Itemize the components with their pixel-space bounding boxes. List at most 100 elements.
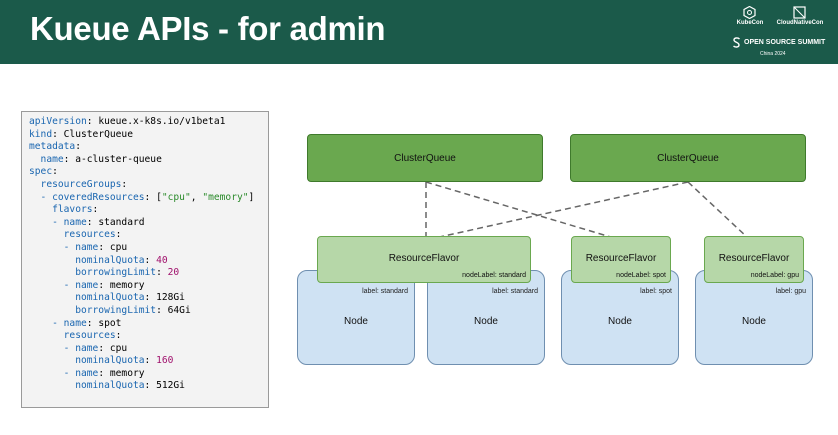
code-token: : cpu: [98, 342, 128, 354]
code-token: 20: [167, 267, 180, 279]
region-text: China 2024: [760, 51, 786, 57]
cluster-queue-label: ClusterQueue: [394, 152, 456, 164]
resource-flavor-title: ResourceFlavor: [388, 253, 460, 264]
connector-line: [434, 181, 689, 239]
resource-flavor-box: ResourceFlavor nodeLabel: standard: [317, 236, 531, 283]
code-token: resourceGroups: [29, 178, 122, 190]
node-box: label: standard Node: [297, 270, 415, 365]
code-token: - name: [29, 216, 87, 228]
cluster-queue-box: ClusterQueue: [307, 134, 543, 182]
code-token: - name: [29, 317, 87, 329]
connector-line: [687, 181, 749, 239]
code-token: :: [52, 166, 58, 178]
code-token: flavors: [29, 204, 93, 216]
kueue-architecture-diagram: ClusterQueue ClusterQueue label: standar…: [290, 128, 838, 378]
code-token: : cpu: [98, 241, 128, 253]
code-line: - name: cpu: [29, 242, 261, 255]
code-line: nominalQuota: 160: [29, 355, 261, 368]
resource-flavor-node-label: nodeLabel: gpu: [750, 272, 799, 279]
code-line: nominalQuota: 512Gi: [29, 380, 261, 393]
code-line: borrowingLimit: 20: [29, 267, 261, 280]
resource-flavor-node-label: nodeLabel: standard: [462, 272, 526, 279]
code-token: : memory: [98, 279, 145, 291]
code-token: : ClusterQueue: [52, 128, 133, 140]
conference-logos: KubeCon CloudNativeCon OPEN SOURCE SUMMI…: [730, 4, 830, 60]
code-token: - name: [29, 241, 99, 253]
kubernetes-wheel-icon: [743, 6, 757, 19]
node-title: Node: [742, 316, 766, 327]
code-token: metadata: [29, 141, 76, 153]
code-token: spec: [29, 166, 53, 178]
node-title: Node: [344, 316, 368, 327]
node-box: label: standard Node: [427, 270, 545, 365]
code-line: - coveredResources: ["cpu", "memory"]: [29, 192, 261, 205]
code-line: metadata:: [29, 141, 261, 154]
code-token: borrowingLimit: [29, 304, 157, 316]
cncf-icon: [793, 6, 807, 19]
code-token: : memory: [98, 367, 145, 379]
code-token: : kueue.x-k8s.io/v1beta1: [86, 116, 226, 127]
code-token: nominalQuota: [29, 292, 145, 304]
code-token: name: [29, 153, 64, 165]
cluster-queue-box: ClusterQueue: [570, 134, 806, 182]
code-token: - name: [29, 342, 99, 354]
code-token: :: [156, 267, 168, 279]
kubecon-text: KubeCon: [736, 20, 764, 26]
code-token: : a-cluster-queue: [63, 153, 162, 165]
node-label: label: standard: [492, 288, 538, 295]
code-line: flavors:: [29, 204, 261, 217]
code-token: :: [115, 330, 122, 342]
node-box: label: gpu Node: [695, 270, 813, 365]
code-line: name: a-cluster-queue: [29, 154, 261, 167]
code-token: - name: [29, 367, 99, 379]
code-line: resources:: [29, 229, 261, 242]
code-token: :: [144, 355, 157, 367]
code-token: ,: [190, 191, 203, 203]
resource-flavor-title: ResourceFlavor: [585, 253, 657, 264]
code-line: nominalQuota: 128Gi: [29, 292, 261, 305]
resource-flavor-node-label: nodeLabel: spot: [616, 272, 666, 279]
code-token: :: [144, 254, 157, 266]
code-line: kind: ClusterQueue: [29, 129, 261, 142]
node-label: label: spot: [640, 288, 672, 295]
code-token: apiVersion: [29, 116, 87, 127]
code-line: borrowingLimit: 64Gi: [29, 305, 261, 318]
code-line: nominalQuota: 40: [29, 255, 261, 268]
code-token: "cpu": [161, 191, 191, 203]
code-token: - coveredResources: [29, 191, 145, 203]
code-line: resources:: [29, 330, 261, 343]
resource-flavor-title: ResourceFlavor: [718, 253, 790, 264]
code-line: - name: spot: [29, 318, 261, 331]
connector-lines: [425, 181, 749, 239]
code-token: :: [115, 229, 122, 241]
node-label: label: standard: [362, 288, 408, 295]
title-banner: Kueue APIs - for admin KubeCon CloudNati…: [0, 0, 838, 64]
code-token: resources: [29, 229, 116, 241]
code-line: - name: standard: [29, 217, 261, 230]
connector-line: [425, 181, 615, 239]
cloudnativecon-text: CloudNativeCon: [776, 20, 824, 26]
code-line: resourceGroups:: [29, 179, 261, 192]
code-token: borrowingLimit: [29, 267, 157, 279]
code-token: 40: [156, 254, 168, 266]
code-token: nominalQuota: [29, 380, 145, 392]
resource-flavor-box: ResourceFlavor nodeLabel: spot: [571, 236, 671, 283]
code-token: - name: [29, 279, 99, 291]
code-token: ]: [248, 191, 255, 203]
cluster-queue-label: ClusterQueue: [657, 152, 719, 164]
code-token: : 64Gi: [156, 304, 191, 316]
code-token: : 128Gi: [144, 292, 185, 304]
code-token: :: [121, 178, 128, 190]
node-title: Node: [608, 316, 632, 327]
code-token: : spot: [86, 317, 122, 329]
node-label: label: gpu: [775, 288, 806, 295]
code-line: - name: cpu: [29, 343, 261, 356]
code-token: "memory": [202, 191, 249, 203]
slide-title: Kueue APIs - for admin: [30, 10, 386, 47]
code-token: kind: [29, 128, 53, 140]
cloudnativecon-logo: CloudNativeCon: [776, 6, 824, 26]
resource-flavor-box: ResourceFlavor nodeLabel: gpu: [704, 236, 804, 283]
code-line: - name: memory: [29, 368, 261, 381]
code-token: nominalQuota: [29, 355, 145, 367]
